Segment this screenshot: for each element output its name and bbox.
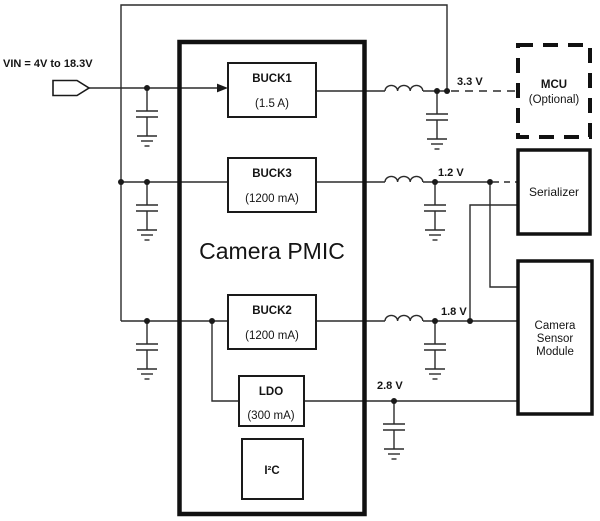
inductor-icon-1v2 (384, 175, 424, 183)
camera-sensor-line2: Sensor (537, 333, 574, 345)
pmic-outline (177, 39, 367, 517)
wire-1v2-to-camera (489, 182, 518, 288)
rail-label-1v8: 1.8 V (441, 306, 467, 318)
buck3-rating: (1200 mA) (245, 193, 299, 205)
buck3-block (227, 157, 317, 213)
junction-dots (118, 85, 493, 404)
capacitor-icon-1v2 (423, 181, 447, 241)
vin-input-terminal-icon (52, 79, 91, 97)
camera-sensor-line3: Module (536, 346, 574, 358)
inductor-icon-3v3 (384, 84, 424, 92)
arrowhead-icon (217, 83, 228, 93)
wire-ldo-in (211, 321, 239, 402)
buck2-rating: (1200 mA) (245, 330, 299, 342)
ldo-rating: (300 mA) (247, 410, 294, 422)
capacitor-icon-vin (135, 87, 159, 147)
buck2-name: BUCK2 (252, 305, 292, 317)
capacitor-icon-1v8 (423, 320, 447, 380)
capacitor-icon-3v3 (425, 90, 449, 150)
capacitor-icon-buck3-in (135, 181, 159, 241)
pmic-title: Camera PMIC (199, 238, 345, 264)
capacitor-icon-2v8 (382, 400, 406, 460)
wires (52, 4, 518, 402)
mcu-block (516, 43, 592, 139)
buck1-rating: (1.5 A) (255, 98, 289, 110)
capacitor-icon-buck2-in (135, 320, 159, 380)
camera-sensor-module-block (516, 259, 594, 416)
serializer-label: Serializer (529, 185, 579, 199)
camera-sensor-line1: Camera (535, 320, 577, 332)
ldo-name: LDO (259, 386, 283, 398)
buck2-block (227, 294, 317, 350)
buck1-block (227, 62, 317, 118)
rail-label-3v3: 3.3 V (457, 76, 483, 88)
mcu-optional-label: (Optional) (529, 94, 580, 106)
wire-1v8-to-serializer (469, 204, 518, 321)
buck1-name: BUCK1 (252, 73, 292, 85)
vin-label: VIN = 4V to 18.3V (3, 58, 93, 70)
i2c-name: I²C (264, 465, 279, 477)
rail-label-1v2: 1.2 V (438, 167, 464, 179)
i2c-block (241, 438, 304, 500)
wire-3v3-loop (120, 4, 448, 321)
buck3-name: BUCK3 (252, 168, 292, 180)
ldo-block (238, 375, 305, 427)
rail-label-2v8: 2.8 V (377, 380, 403, 392)
serializer-block (516, 148, 592, 236)
mcu-label: MCU (541, 79, 567, 91)
inductor-icon-1v8 (384, 314, 424, 322)
